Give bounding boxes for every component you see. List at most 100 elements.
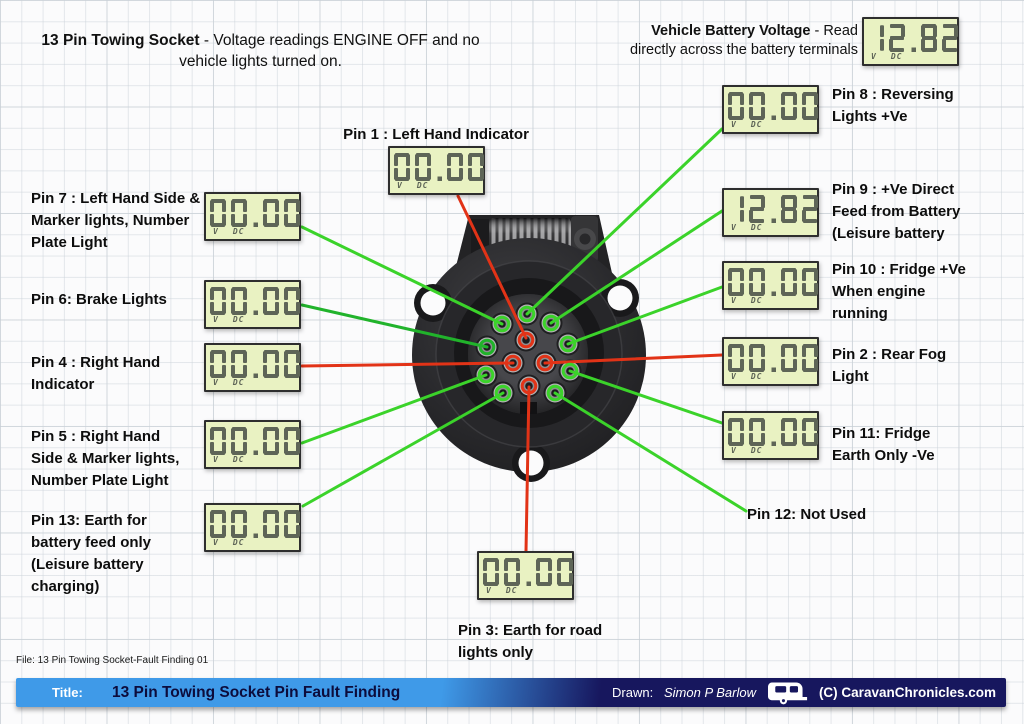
- lcd-unit-volts: V: [731, 446, 737, 455]
- wire-pin10: [566, 285, 724, 346]
- lcd-digits: [726, 92, 819, 126]
- file-note: File: 13 Pin Towing Socket-Fault Finding…: [16, 655, 209, 666]
- pin-ring-red: [504, 354, 522, 372]
- footer-copyright: (C) CaravanChronicles.com: [818, 685, 996, 700]
- footer-drawn-name: Simon P Barlow: [664, 685, 756, 700]
- footer-title-bar: Title: 13 Pin Towing Socket Pin Fault Fi…: [16, 678, 1006, 707]
- lcd-digits: [208, 350, 301, 384]
- lcd-digits: [726, 195, 819, 229]
- lcd-unit-volts: V: [213, 227, 219, 236]
- pin-ring-red: [520, 377, 538, 395]
- lcd-digits: [726, 268, 819, 302]
- pin-ring-red: [536, 354, 554, 372]
- wire-pin7: [300, 225, 504, 326]
- lcd-digits: [208, 287, 301, 321]
- lcd-digits: [866, 24, 959, 58]
- lcd-unit-volts: V: [397, 181, 403, 190]
- lcd-digits: [481, 558, 574, 592]
- pin-ring-green: [559, 335, 577, 353]
- caravan-icon: [768, 682, 808, 705]
- lcd-unit-dc: DC: [750, 223, 763, 232]
- lcd-unit-dc: DC: [890, 52, 903, 61]
- lcd-digits: [726, 418, 819, 452]
- battery-note-bold: Vehicle Battery Voltage: [651, 23, 811, 39]
- page-title: 13 Pin Towing Socket - Voltage readings …: [8, 30, 513, 72]
- pin-ring-green: [494, 384, 512, 402]
- hinge-knob-center: [579, 233, 591, 245]
- wire-pin4: [300, 361, 515, 368]
- wire-pin13: [301, 391, 505, 508]
- lcd-unit-dc: DC: [750, 120, 763, 129]
- wire-pin12: [553, 391, 748, 513]
- lcd-units: V DC: [213, 227, 244, 236]
- battery-note-rest: - Read directly across the battery termi…: [629, 23, 858, 58]
- lcd-unit-dc: DC: [232, 455, 245, 464]
- wire-pin6: [300, 303, 489, 349]
- pin-ring-green: [493, 315, 511, 333]
- pin-label-pin12: Pin 12: Not Used: [747, 506, 867, 523]
- pin-label-pin8: Pin 8 : Reversing Lights +Ve: [832, 86, 954, 125]
- footer-title-text: 13 Pin Towing Socket Pin Fault Finding: [112, 684, 401, 701]
- lcd-display-pin2: V DC: [722, 337, 819, 386]
- lcd-unit-volts: V: [731, 120, 737, 129]
- pin-label-pin6: Pin 6: Brake Lights: [31, 291, 167, 308]
- lcd-units: V DC: [731, 120, 762, 129]
- lcd-units: V DC: [731, 372, 762, 381]
- lcd-unit-dc: DC: [232, 227, 245, 236]
- pin-label-pin4: Pin 4 : Right Hand Indicator: [31, 354, 161, 393]
- pin-ring-green: [546, 384, 564, 402]
- lcd-unit-dc: DC: [232, 378, 245, 387]
- page-title-bold: 13 Pin Towing Socket: [41, 32, 200, 49]
- wire-pin3: [524, 385, 531, 553]
- wire-lines: [300, 127, 748, 553]
- lcd-unit-volts: V: [731, 223, 737, 232]
- pin-ring-green_dark: [478, 338, 496, 356]
- pin-color-rings: [477, 305, 579, 402]
- wire-pin1: [456, 194, 528, 340]
- lcd-display-pin7: V DC: [204, 192, 301, 241]
- lcd-unit-volts: V: [731, 372, 737, 381]
- lcd-units: V DC: [731, 223, 762, 232]
- lcd-display-pin6: V DC: [204, 280, 301, 329]
- lcd-units: V DC: [213, 315, 244, 324]
- pin-label-pin2: Pin 2 : Rear Fog Light: [832, 346, 947, 385]
- lcd-digits: [726, 344, 819, 378]
- mount-hole-left: [420, 290, 446, 316]
- pin-ring-green: [561, 362, 579, 380]
- lcd-unit-dc: DC: [232, 538, 245, 547]
- lcd-unit-dc: DC: [505, 586, 518, 595]
- pin-label-pin5: Pin 5 : Right Hand Side & Marker lights,…: [31, 428, 180, 489]
- lcd-unit-volts: V: [213, 455, 219, 464]
- pin-ring-green: [542, 314, 560, 332]
- lcd-display-pin9: V DC: [722, 188, 819, 237]
- footer-drawn-label: Drawn:: [612, 685, 654, 700]
- pin-ring-red: [517, 331, 535, 349]
- lcd-unit-volts: V: [213, 315, 219, 324]
- lcd-unit-dc: DC: [750, 372, 763, 381]
- lcd-digits: [208, 199, 301, 233]
- footer-title-label: Title:: [52, 685, 83, 700]
- lcd-unit-dc: DC: [232, 315, 245, 324]
- pin-label-pin10: Pin 10 : Fridge +Ve When engine running: [832, 261, 966, 322]
- lcd-display-pin8: V DC: [722, 85, 819, 134]
- pin-label-pin1: Pin 1 : Left Hand Indicator: [343, 126, 529, 143]
- battery-note: Vehicle Battery Voltage - Read directly …: [598, 22, 858, 60]
- pin-label-pin3: Pin 3: Earth for road lights only: [458, 622, 603, 661]
- wire-pin2: [543, 353, 724, 365]
- wire-pin8: [525, 127, 724, 316]
- mount-hole-bottom: [518, 450, 544, 476]
- wire-pin5: [300, 373, 488, 445]
- lcd-digits: [208, 510, 301, 544]
